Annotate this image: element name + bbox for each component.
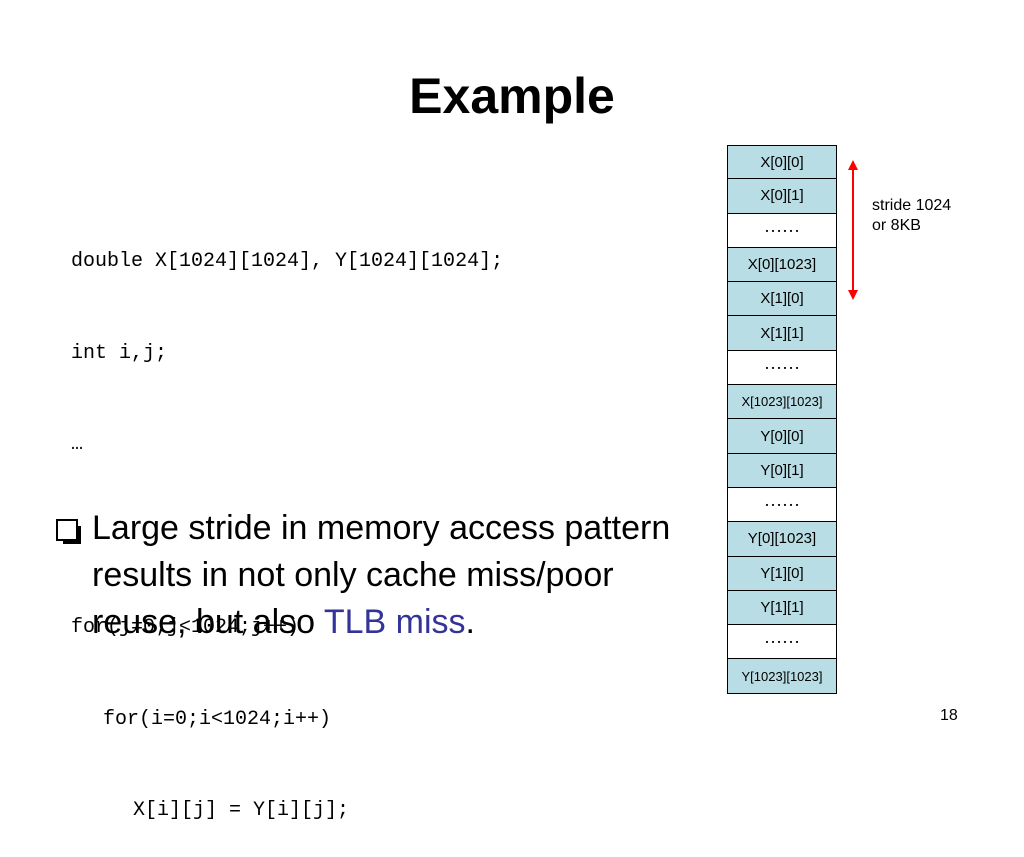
memory-cell: X[1023][1023] — [727, 385, 837, 420]
memory-cell: X[0][1023] — [727, 247, 837, 283]
memory-cell: Y[0][1] — [727, 453, 837, 488]
memory-cell-ellipsis: …… — [727, 625, 837, 660]
memory-cell: X[0][0] — [727, 145, 837, 180]
bullet-text: Large stride in memory access pattern re… — [92, 505, 676, 646]
stride-double-arrow-icon — [848, 160, 858, 300]
code-line: for(j=0;j<1024;j++) — [71, 616, 300, 639]
memory-cell-ellipsis: …… — [727, 213, 837, 248]
stride-label-line2: or 8KB — [872, 217, 921, 234]
memory-cell: Y[1][1] — [727, 590, 837, 626]
bullet-highlight: TLB miss — [323, 603, 466, 641]
code-line: … — [71, 433, 84, 456]
memory-cell: Y[0][0] — [727, 419, 837, 454]
memory-cell: Y[1][0] — [727, 556, 837, 591]
memory-layout-column: X[0][0] X[0][1] …… X[0][1023] X[1][0] X[… — [727, 145, 837, 694]
memory-cell: X[0][1] — [727, 179, 837, 214]
bullet-text-main: Large stride in memory access pattern re… — [92, 509, 671, 641]
memory-cell-ellipsis: …… — [727, 487, 837, 523]
code-line: X[i][j] = Y[i][j]; — [133, 799, 350, 822]
stride-label-line1: stride 1024 — [872, 197, 952, 214]
stride-annotation: stride 1024 or 8KB — [872, 196, 951, 236]
slide-title: Example — [409, 68, 615, 124]
memory-cell-ellipsis: …… — [727, 350, 837, 386]
bullet-text-end: . — [465, 603, 475, 641]
code-line: for(i=0;i<1024;i++) — [103, 707, 332, 731]
memory-cell: Y[0][1023] — [727, 522, 837, 557]
memory-cell: X[1][1] — [727, 316, 837, 351]
code-line: double X[1024][1024], Y[1024][1024]; — [71, 250, 504, 273]
bullet-point: Large stride in memory access pattern re… — [56, 505, 676, 646]
memory-cell: X[1][0] — [727, 282, 837, 317]
code-line: int i,j; — [71, 341, 168, 365]
memory-cell: Y[1023][1023] — [727, 659, 837, 694]
page-number: 18 — [940, 707, 958, 724]
hollow-square-bullet-icon — [56, 519, 81, 544]
